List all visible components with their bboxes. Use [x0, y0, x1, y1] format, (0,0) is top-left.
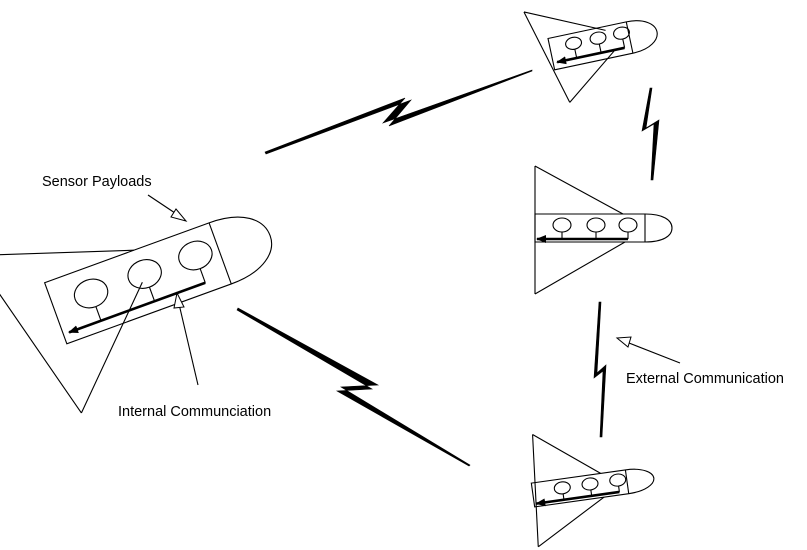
internal-bus-arrow	[68, 281, 206, 334]
external-link-right-lower	[593, 301, 607, 438]
sensor-payload-3	[178, 240, 213, 271]
sensor-payload-1	[73, 278, 109, 309]
external-link-bottom	[236, 307, 471, 467]
sensor-payloads-pointer	[147, 194, 188, 222]
main-spacecraft	[0, 216, 272, 414]
main-spacecraft-body	[43, 216, 272, 345]
main-spacecraft-payloads	[73, 240, 213, 321]
spacecraft-middle-right	[534, 165, 673, 295]
external-link-right-upper	[641, 87, 660, 181]
external-communication-pointer	[615, 336, 681, 364]
spacecraft-bottom-right	[530, 433, 655, 548]
main-spacecraft-wing	[0, 249, 143, 414]
spacecraft-top-right	[523, 11, 658, 103]
sensor-payloads-label: Sensor Payloads	[42, 174, 152, 190]
internal-communication-pointer	[173, 291, 199, 386]
sensor-payload-2	[127, 259, 162, 289]
external-link-top	[264, 69, 533, 155]
internal-communication-label: Internal Communciation	[118, 404, 271, 420]
external-communication-label: External Communication	[626, 371, 784, 387]
